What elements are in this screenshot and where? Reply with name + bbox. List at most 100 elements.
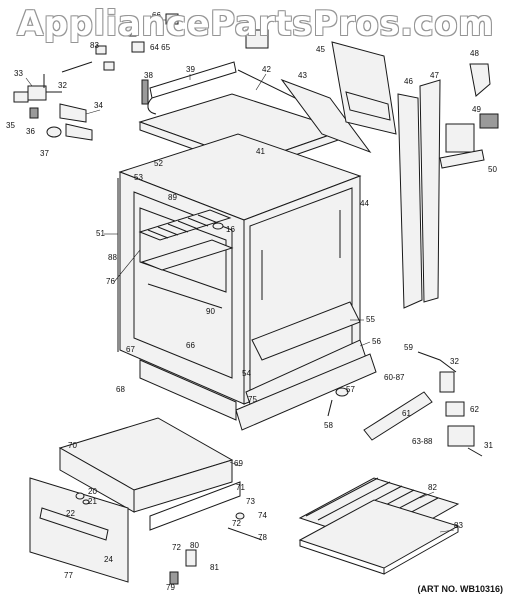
back-parts-group xyxy=(280,41,499,309)
burner-90 xyxy=(147,283,223,309)
pan-rib-a xyxy=(305,477,379,517)
label-34: 34 xyxy=(94,101,103,110)
label-75: 75 xyxy=(248,395,257,404)
label-50: 50 xyxy=(488,165,497,174)
label-69: 69 xyxy=(234,459,243,468)
label-71: 71 xyxy=(236,483,245,492)
backguard-trim xyxy=(345,91,391,121)
part-66-top xyxy=(165,13,179,25)
rack-wires xyxy=(147,214,219,239)
drawer-group xyxy=(29,417,263,585)
tube-83 xyxy=(61,61,93,73)
label-57: 57 xyxy=(346,385,355,394)
label-21: 21 xyxy=(88,497,97,506)
label-67: 67 xyxy=(126,345,135,354)
burner-tube-61 xyxy=(363,391,433,441)
rail-39-end xyxy=(147,97,157,115)
label-72a: 72 xyxy=(232,519,241,528)
label-39: 39 xyxy=(186,65,195,74)
side-trim-46 xyxy=(397,93,423,309)
box-49 xyxy=(445,123,475,153)
label-59: 59 xyxy=(404,343,413,352)
fitting-83a xyxy=(95,45,107,55)
label-20: 20 xyxy=(88,487,97,496)
label-58: 58 xyxy=(324,421,333,430)
trim-75 xyxy=(235,353,377,431)
label-82: 82 xyxy=(428,483,437,492)
label-62: 62 xyxy=(470,405,479,414)
pan-83-edge xyxy=(299,540,385,575)
label-89: 89 xyxy=(168,193,177,202)
label-45: 45 xyxy=(316,45,325,54)
oven-rack-76 xyxy=(138,209,232,241)
label-88: 88 xyxy=(108,253,117,262)
oven-interior xyxy=(139,207,227,293)
label-44: 44 xyxy=(360,199,369,208)
valve-assembly-group xyxy=(13,13,269,141)
part-16 xyxy=(212,222,224,230)
label-79: 79 xyxy=(166,583,175,592)
wire-31 xyxy=(467,447,483,457)
kickplate-68 xyxy=(139,359,237,421)
bracket-62a xyxy=(439,371,455,393)
valve-63 xyxy=(447,425,475,447)
slide-71 xyxy=(149,481,241,531)
bracket-50 xyxy=(439,149,485,169)
label-24: 24 xyxy=(104,555,113,564)
label-53: 53 xyxy=(134,173,143,182)
rail-39 xyxy=(149,61,237,99)
label-52: 52 xyxy=(154,159,163,168)
label-61: 61 xyxy=(402,409,411,418)
clip-79 xyxy=(169,571,179,585)
trim-43 xyxy=(280,78,372,154)
label-48: 48 xyxy=(470,49,479,58)
label-77: 77 xyxy=(64,571,73,580)
label-54: 54 xyxy=(242,369,251,378)
art-number: (ART NO. WB10316) xyxy=(417,584,503,594)
burner-valve-34a xyxy=(59,103,87,123)
label-42: 42 xyxy=(262,65,271,74)
screw-58 xyxy=(327,399,333,417)
label-33: 33 xyxy=(14,69,23,78)
fitting-66 xyxy=(131,41,145,53)
label-6087: 60-87 xyxy=(384,373,405,382)
label-16: 16 xyxy=(226,225,235,234)
label-66b: 66 xyxy=(186,341,195,350)
label-47: 47 xyxy=(430,71,439,80)
part-number-labels: 66 64 65 83 33 32 34 35 36 37 38 39 42 4… xyxy=(6,11,497,592)
label-31: 31 xyxy=(484,441,493,450)
clip-80 xyxy=(185,549,197,567)
label-35: 35 xyxy=(6,121,15,130)
label-49: 49 xyxy=(472,105,481,114)
label-66: 66 xyxy=(152,11,161,20)
panel-55 xyxy=(251,301,361,361)
rail-78 xyxy=(227,527,263,541)
valve-body-35 xyxy=(13,91,29,103)
label-74: 74 xyxy=(258,511,267,520)
valve-body-33 xyxy=(27,85,47,101)
label-68: 68 xyxy=(116,385,125,394)
label-78: 78 xyxy=(258,533,267,542)
label-37: 37 xyxy=(40,149,49,158)
label-65: 64 65 xyxy=(150,43,171,52)
drawer-handle-24 xyxy=(39,507,109,541)
knob-37 xyxy=(46,126,62,138)
drawer-side xyxy=(133,459,233,513)
label-72b: 72 xyxy=(172,543,181,552)
label-73: 73 xyxy=(246,497,255,506)
burner-valve-34b xyxy=(65,123,93,141)
side-trim-47 xyxy=(419,79,441,303)
label-70: 70 xyxy=(68,441,77,450)
label-46: 46 xyxy=(404,77,413,86)
label-80: 80 xyxy=(190,541,199,550)
label-32b: 32 xyxy=(450,357,459,366)
broil-burner-group xyxy=(327,351,483,457)
clip-48 xyxy=(469,63,491,97)
label-38: 38 xyxy=(144,71,153,80)
label-51: 51 xyxy=(96,229,105,238)
fitting-83b xyxy=(103,61,115,71)
range-body-group xyxy=(117,133,362,421)
label-22: 22 xyxy=(66,509,75,518)
